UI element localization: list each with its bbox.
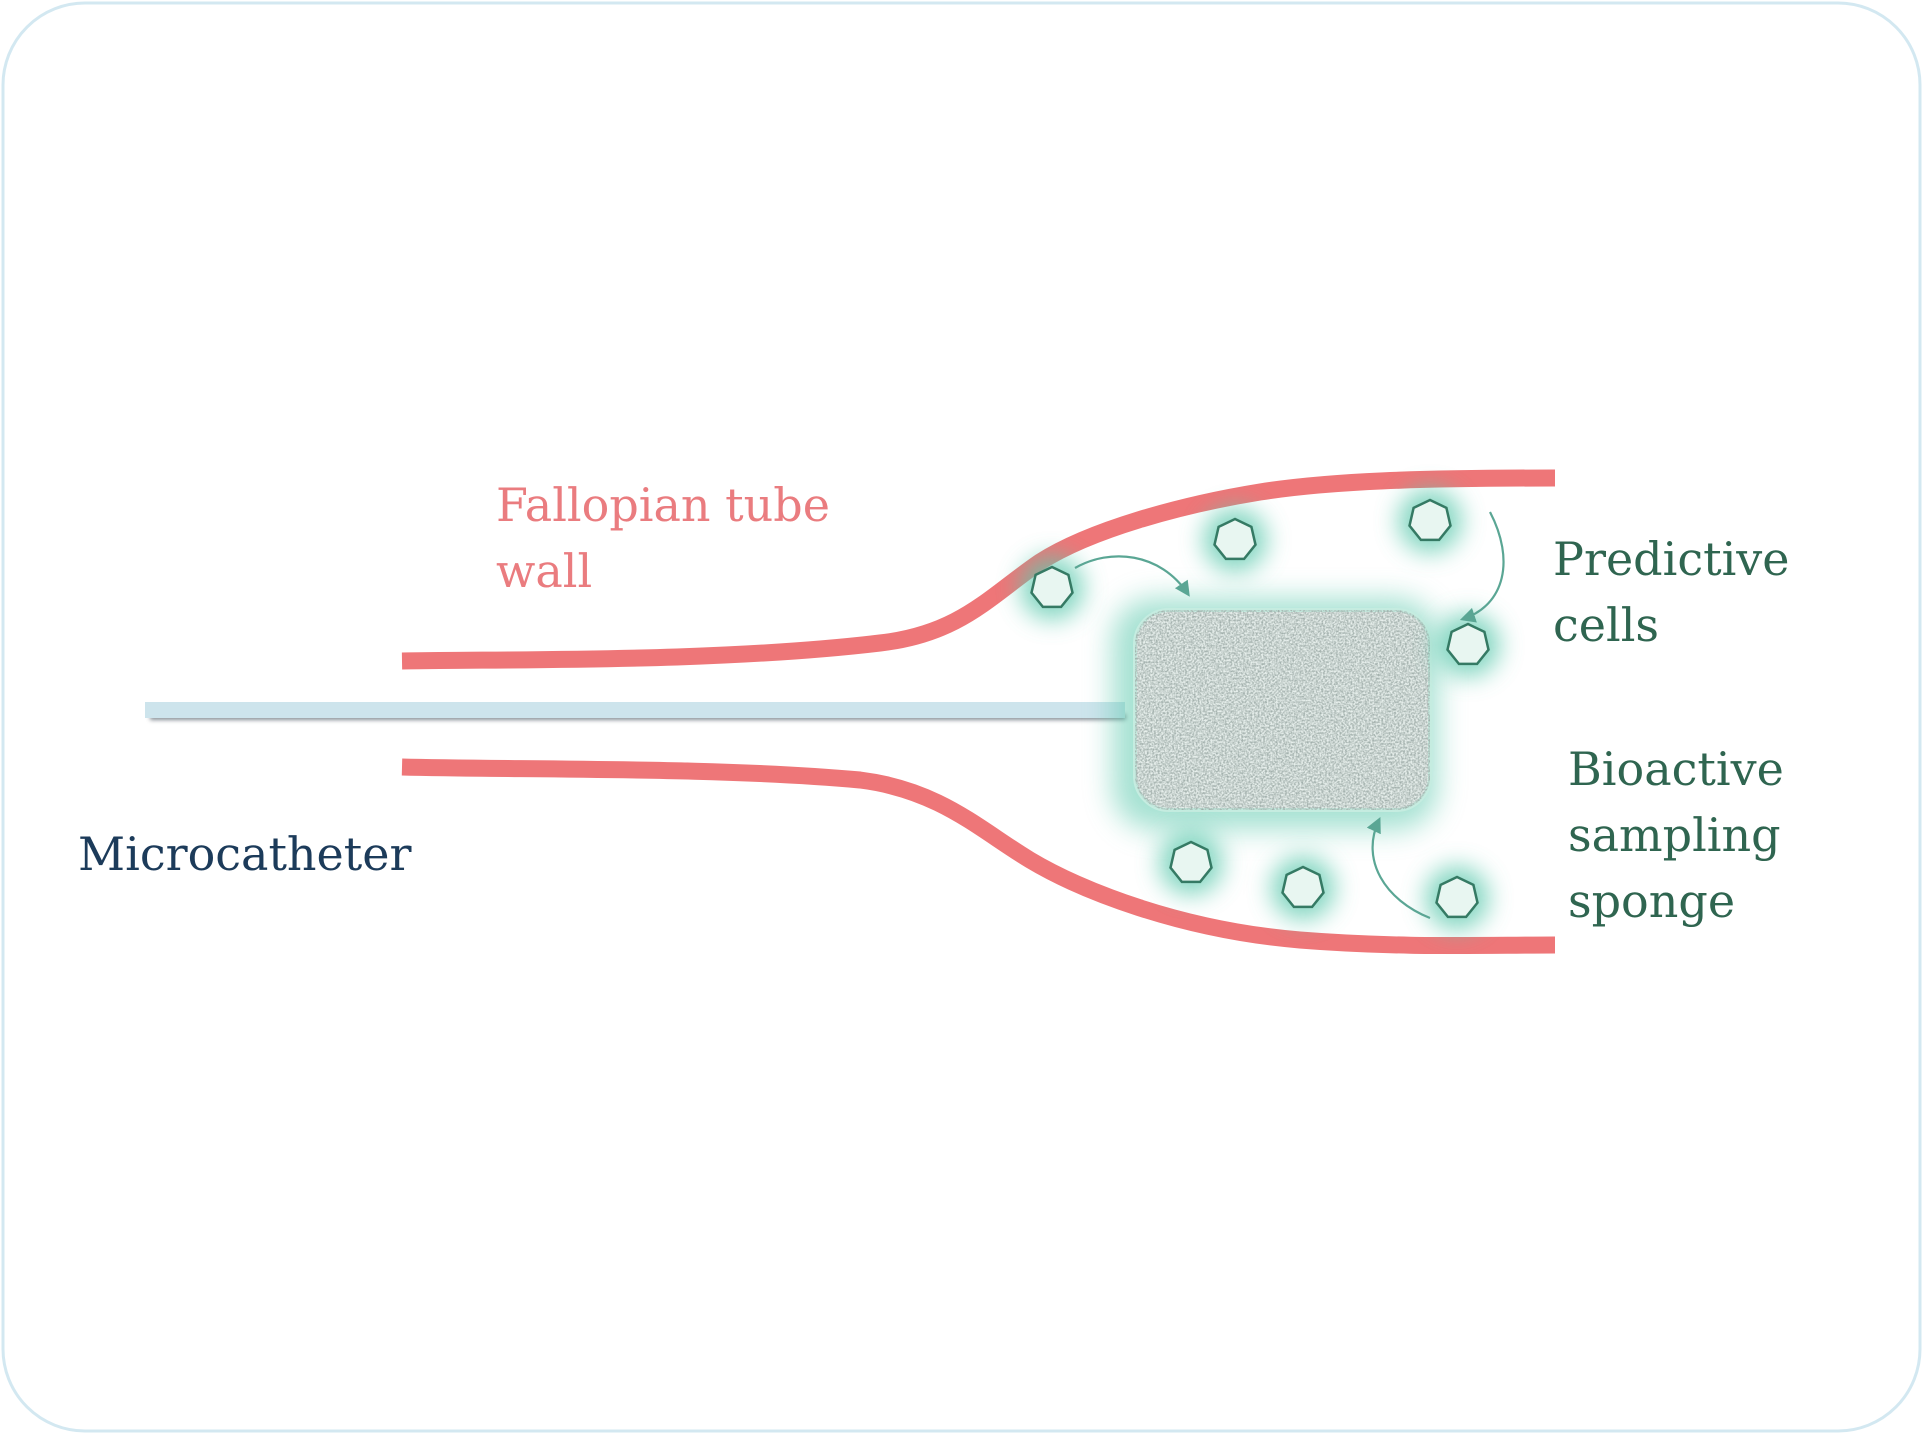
predictive-cell-icon [1281,865,1325,909]
label-microcatheter: Microcatheter [78,827,411,881]
predictive-cell-icon [1408,498,1452,542]
label-predictive-cells: Predictive cells [1553,532,1804,652]
curved-arrow-icon [1074,555,1190,597]
label-bioactive-sampling-sponge: Bioactive sampling sponge [1568,742,1798,928]
tube-wall-lower [401,758,1556,955]
predictive-cell-icon [1446,622,1490,666]
predictive-cell-icon [1030,565,1074,609]
predictive-cell-icon [1169,840,1213,884]
microcatheter [145,702,1125,718]
predictive-cells [1030,498,1490,919]
label-fallopian-tube-wall: Fallopian tube wall [496,478,845,598]
sponge-texture [1135,610,1430,810]
predictive-cell-icon [1435,875,1479,919]
curved-arrow-icon [1366,817,1431,920]
predictive-cell-icon [1213,517,1257,561]
curved-arrow-icon [1459,511,1505,623]
